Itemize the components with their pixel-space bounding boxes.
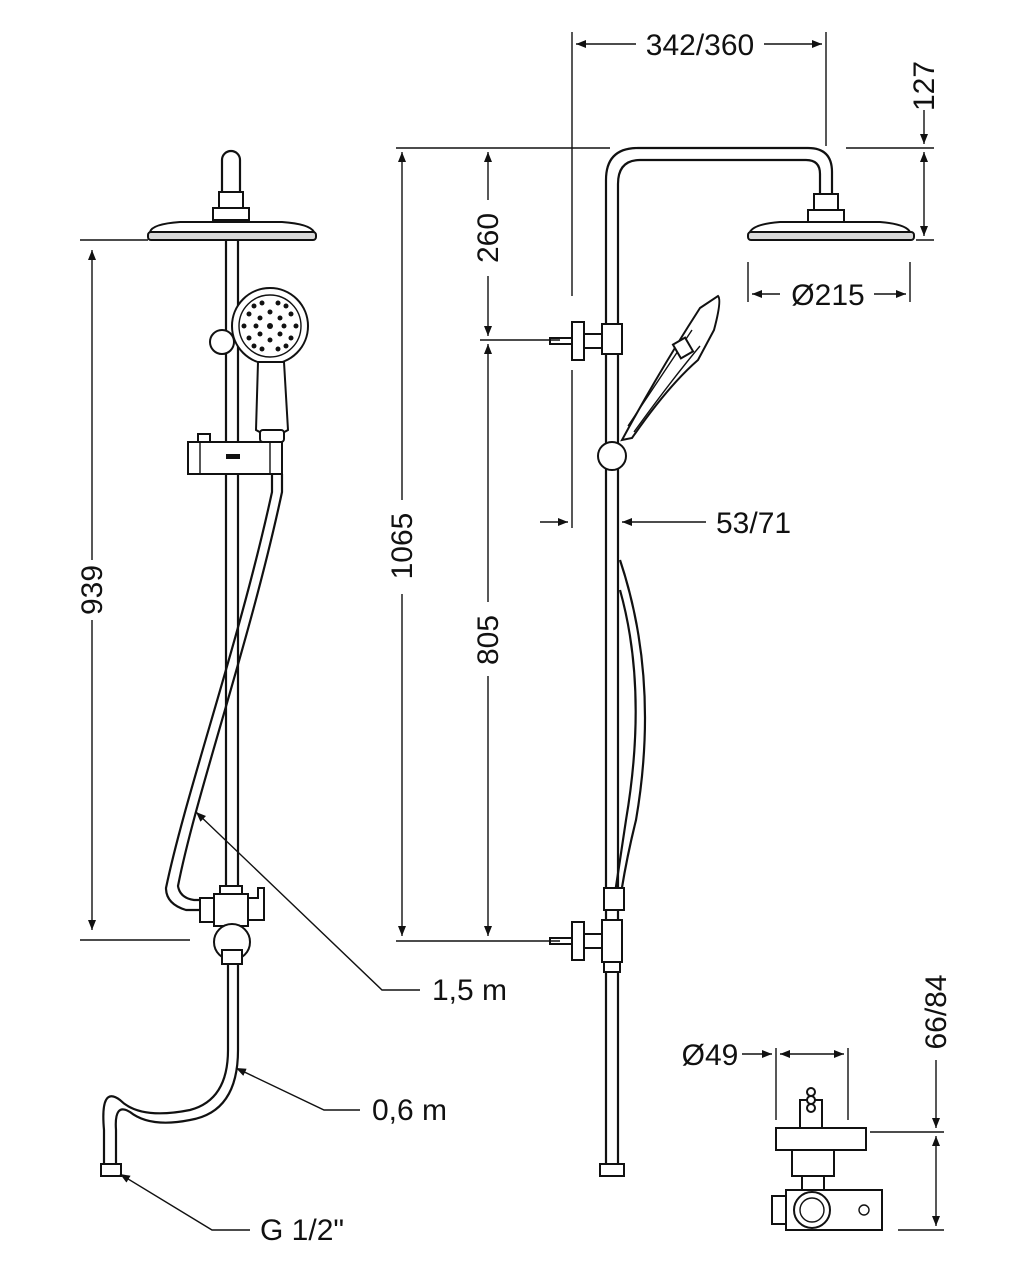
dim-side-heights — [396, 147, 610, 942]
side-rain-head — [747, 221, 915, 241]
side-hand-shower — [597, 294, 721, 471]
dim-arm-reach — [571, 32, 827, 296]
label-upper-gap: 260 — [472, 213, 505, 263]
dim-front-height — [80, 239, 190, 941]
label-total-height: 1065 — [386, 513, 419, 580]
dim-head-drop — [846, 110, 934, 241]
label-wall-offset: 53/71 — [716, 507, 791, 540]
dim-head-diameter — [747, 262, 911, 302]
leader-short-hose — [235, 1067, 360, 1111]
side-lower-bracket — [549, 887, 625, 973]
front-diverter — [199, 885, 265, 965]
side-hose — [612, 559, 647, 901]
front-hand-shower — [209, 287, 309, 443]
front-rain-head — [147, 221, 317, 241]
front-head-collar — [212, 207, 250, 221]
side-rail-outer — [604, 146, 834, 1164]
label-short-hose: 0,6 m — [372, 1094, 447, 1127]
label-thread: G 1/2" — [260, 1214, 344, 1247]
side-head-collar — [807, 209, 845, 223]
front-short-hose — [100, 964, 240, 1177]
side-rail-inner — [616, 158, 822, 1164]
side-view: 1065 260 805 342/360 127 Ø215 — [386, 29, 941, 1177]
label-front-height: 939 — [76, 565, 109, 615]
front-long-hose — [164, 474, 284, 912]
side-upper-bracket — [549, 321, 623, 361]
dim-wall-offset — [540, 370, 706, 528]
dim-mixer-diameter — [742, 1048, 849, 1120]
label-mixer-depth: 66/84 — [920, 974, 953, 1049]
mixer-body — [771, 1087, 883, 1231]
side-head-nut — [813, 193, 839, 211]
mixer-detail: Ø49 66/84 — [682, 974, 953, 1231]
label-head-drop: 127 — [908, 61, 941, 111]
side-inlet-nut — [599, 1163, 625, 1177]
front-riser-top — [220, 149, 242, 196]
front-view: 939 1,5 m 0,6 m G 1/2" — [76, 149, 507, 1247]
label-head-diameter: Ø215 — [791, 279, 864, 312]
label-arm-reach: 342/360 — [646, 29, 754, 62]
front-head-nut — [218, 191, 244, 209]
label-lower-gap: 805 — [472, 615, 505, 665]
leader-thread — [119, 1173, 250, 1231]
label-long-hose: 1,5 m — [432, 974, 507, 1007]
leader-long-hose — [195, 811, 420, 991]
label-mixer-diameter: Ø49 — [682, 1039, 739, 1072]
dim-mixer-depth — [870, 1060, 944, 1231]
